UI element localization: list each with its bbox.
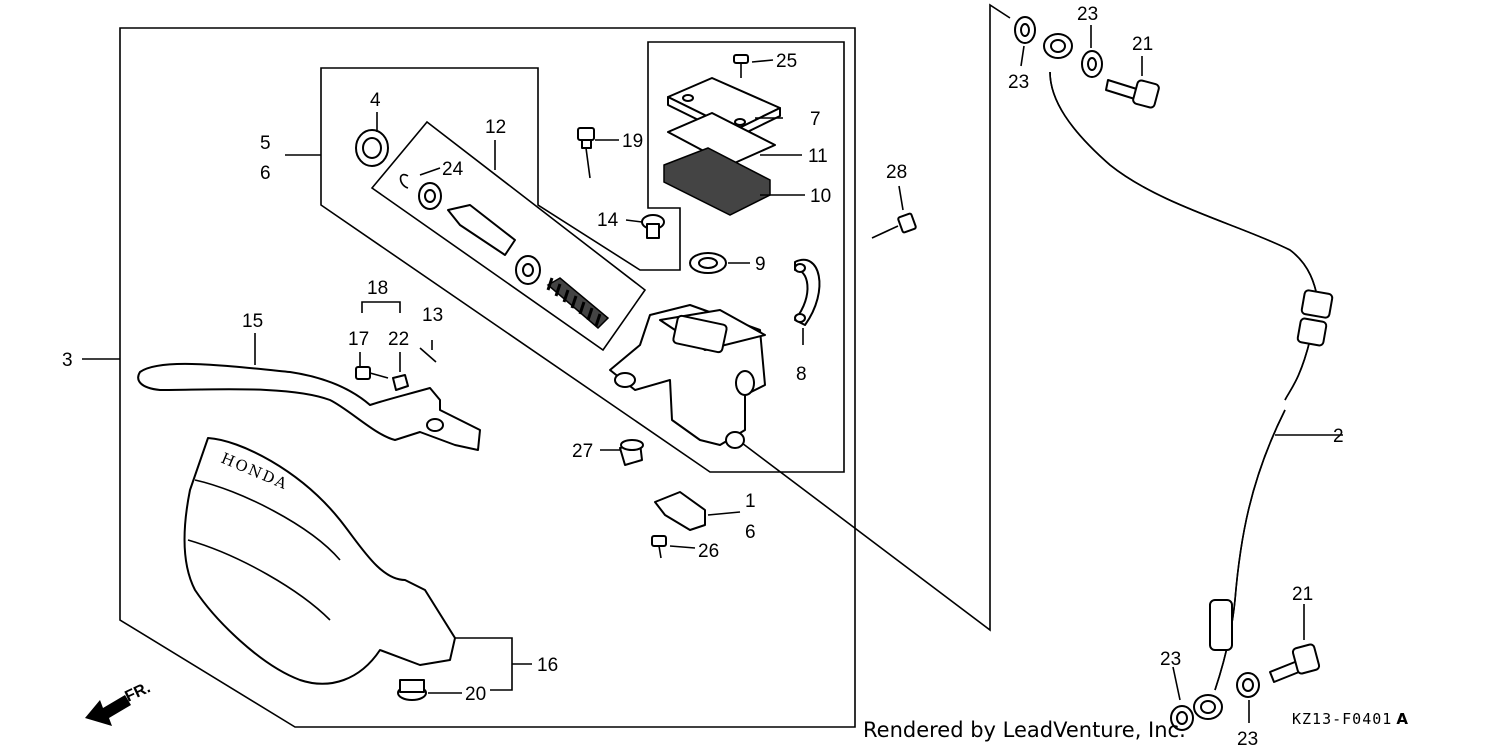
label-part-21a: 21: [1132, 34, 1153, 55]
leader-lines: [82, 25, 1343, 723]
label-part-23d: 23: [1237, 729, 1258, 750]
label-part-21b: 21: [1292, 584, 1313, 605]
label-part-22: 22: [388, 329, 409, 350]
label-part-1: 1: [745, 491, 756, 512]
label-part-23a: 23: [1008, 72, 1029, 93]
frame-assembly-3: [119, 27, 856, 728]
front-arrow-icon: [85, 695, 131, 726]
credit-text: Rendered by LeadVenture, Inc.: [863, 718, 1186, 742]
label-part-2: 2: [1333, 426, 1344, 447]
label-part-14: 14: [597, 210, 619, 231]
label-part-20: 20: [465, 684, 486, 705]
brake-lever: [137, 362, 481, 451]
label-part-6a: 6: [260, 163, 271, 184]
diagram-code-suffix: A: [1396, 710, 1409, 728]
label-part-7: 7: [810, 109, 821, 130]
label-part-19: 19: [622, 131, 643, 152]
label-part-24: 24: [442, 159, 464, 180]
label-part-25: 25: [776, 51, 797, 72]
frame-kit-12: [370, 120, 647, 352]
master-cylinder-holder: [794, 258, 821, 326]
label-part-18: 18: [367, 278, 388, 299]
label-part-12: 12: [485, 117, 506, 138]
label-part-27: 27: [572, 441, 593, 462]
label-part-8: 8: [796, 364, 807, 385]
label-part-16: 16: [537, 655, 558, 676]
assembly-frames: [119, 3, 1011, 728]
label-part-5: 5: [260, 133, 271, 154]
front-direction-arrow: FR.: [85, 679, 153, 726]
label-part-10: 10: [810, 186, 831, 207]
hand-guard: HONDA: [183, 437, 456, 701]
label-part-26: 26: [698, 541, 719, 562]
screws: [577, 54, 917, 239]
label-part-13: 13: [422, 305, 443, 326]
label-part-17: 17: [348, 329, 369, 350]
frame-hose-assembly: [737, 3, 1011, 632]
brake-hose: [1043, 33, 1334, 720]
label-part-6b: 6: [745, 522, 756, 543]
label-part-23c: 23: [1160, 649, 1181, 670]
master-cylinder: [609, 304, 766, 449]
brake-light-switch: [651, 491, 706, 559]
sealing-washers: [1014, 16, 1260, 731]
oil-bolts: [1105, 79, 1321, 683]
small-parts: [419, 214, 727, 466]
label-part-9: 9: [755, 254, 766, 275]
front-arrow-label: FR.: [123, 679, 154, 705]
label-part-11: 11: [808, 146, 828, 167]
part-labels: 1 2 3 4 5 6 6 7 8 9 10 11 12 13 14 15 16…: [62, 4, 1344, 750]
label-part-28: 28: [886, 162, 907, 183]
diagram-code-id: KZ13-F0401: [1292, 710, 1393, 728]
label-part-3: 3: [62, 350, 73, 371]
label-part-15: 15: [242, 311, 263, 332]
frame-assembly-5-6: [320, 41, 845, 473]
piston-kit: [355, 129, 610, 330]
label-part-4: 4: [370, 90, 381, 111]
label-part-23b: 23: [1077, 4, 1098, 25]
